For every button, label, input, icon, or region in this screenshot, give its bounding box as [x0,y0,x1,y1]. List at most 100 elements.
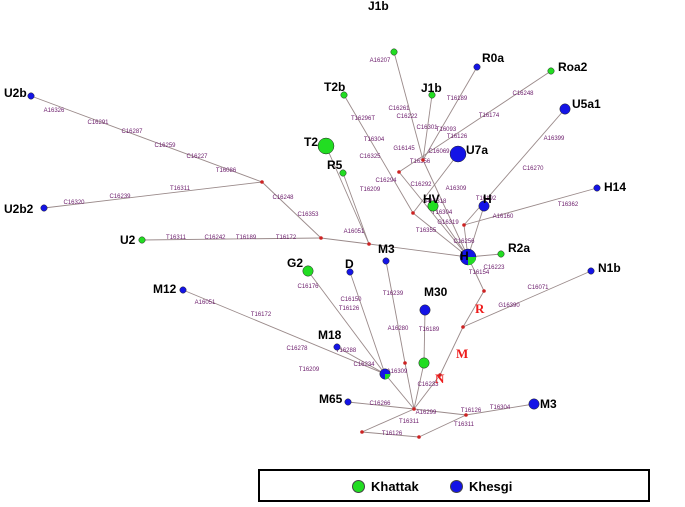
edge [398,70,552,173]
edge [412,153,459,214]
haplotype-node [382,257,390,265]
edge [261,181,322,239]
legend-label-khesgi: Khesgi [469,479,513,494]
median-vector [367,242,371,246]
mutation-label: T16126 [382,431,403,437]
mutation-label: T16304 [364,137,385,143]
haplotype-node [333,343,341,351]
mutation-label: T16189 [447,96,468,102]
mutation-label: T16154 [469,270,490,276]
median-vector [360,430,364,434]
mutation-label: T16288 [336,348,357,354]
edge [432,205,469,258]
edge [413,374,441,410]
mutation-label: C16248 [272,195,294,201]
haplotype-node [179,286,187,294]
mutation-label: C16270 [522,166,544,172]
edge [467,205,485,258]
legend: Khattak Khesgi [258,469,650,502]
mutation-label: G16390 [498,303,520,309]
mutation-label: C16242 [204,235,226,241]
edge [423,309,426,364]
mutation-label: C16291 [87,120,109,126]
edge [141,237,322,241]
median-vector [438,373,442,377]
haplotype-label: HV [423,192,440,206]
edge [439,326,464,376]
edge [418,414,467,438]
mutation-label: T16093 [436,127,457,133]
mutation-label: T16126 [461,408,482,414]
haplotype-node [593,184,601,192]
mutation-label: A16309 [446,186,467,192]
edge [462,270,592,328]
median-vector [482,289,486,293]
edge [30,95,263,183]
haplotype-node [478,200,490,212]
haplotype-node [302,265,314,277]
haplotype-node [27,92,35,100]
mutation-label: T16189 [236,235,257,241]
mutation-label: A16299 [416,410,437,416]
mutation-label: C16292 [410,182,432,188]
haplotype-label: J1b [368,0,389,13]
mutation-label: T16355 [416,228,437,234]
median-vector [260,180,264,184]
haplotype-node [138,236,146,244]
mutation-label: A16280 [388,326,409,332]
haplotype-node [418,357,430,369]
mutation-label: C16234 [353,362,375,368]
median-vector [411,211,415,215]
haplotype-label: H [483,192,492,206]
edge [412,212,469,258]
haplotype-node-slice [468,257,476,265]
haplotype-node-slice [385,374,391,380]
mutation-label: C16278 [286,346,308,352]
mutation-label: A16399 [544,136,565,142]
mutation-label: T16356 [410,159,431,165]
mutation-label: T16311 [166,235,187,241]
mutation-label: A16207 [370,58,391,64]
mutation-label: A16309 [387,369,408,375]
edge [462,290,485,328]
mutation-label: C16259 [154,143,176,149]
edge [361,431,420,438]
haplotype-node [40,204,48,212]
haplotype-node [528,398,540,410]
edge [413,408,467,416]
haplotype-label: T2 [304,135,318,149]
mutation-label: T16362 [558,202,579,208]
edge [307,270,386,375]
haplotype-label: U2b [4,86,27,100]
median-vector [412,407,416,411]
haplotype-label: U5a1 [572,97,601,111]
mutation-label: A16326 [44,108,65,114]
haplotype-node [428,91,436,99]
mutation-label: A16051 [344,229,365,235]
edge [398,171,469,258]
edge [320,237,370,245]
haplotype-label: D [345,257,354,271]
edge [422,159,469,258]
haplotype-label: G2 [287,256,303,270]
haplotype-label: R5 [327,158,343,172]
mutation-label: G16145 [393,146,415,152]
legend-label-khattak: Khattak [371,479,419,494]
mutation-label: C16353 [297,212,319,218]
mutation-label: T16311 [399,419,420,425]
mutation-label: T16126 [447,134,468,140]
mutation-label: C16301 [416,125,438,131]
edge [325,145,370,245]
mutation-label: T16239 [383,291,404,297]
haplotype-node [449,145,467,163]
edge [43,181,263,209]
mutation-label: T16172 [276,235,297,241]
haplotype-node [587,267,595,275]
haplotype-node [390,48,398,56]
haplotype-label: N1b [598,261,621,275]
edge [465,403,535,416]
haplotype-node [346,268,354,276]
haplotype-node [317,137,335,155]
mutation-label: T16296T [351,116,375,122]
